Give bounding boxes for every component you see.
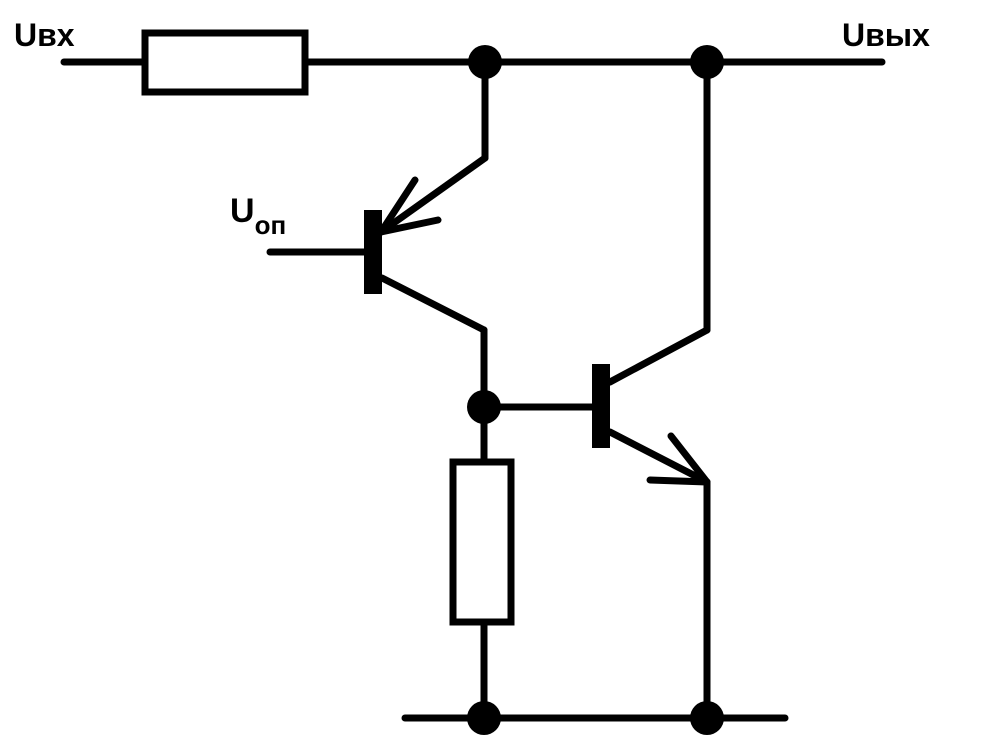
label-u-ref-sub: оп [255,210,287,240]
pnp-emitter-arrow [377,176,442,236]
label-u-ref-main: U [230,192,255,230]
input-resistor [141,29,309,96]
npn-emitter-lead [606,428,711,486]
lower-resistor [449,458,515,626]
npn-transistor [592,58,711,722]
label-u-in: Uвх [14,17,75,53]
label-u-out: Uвых [842,17,930,53]
label-u-ref: Uоп [230,192,286,240]
junction-dot-middle [467,390,501,424]
junction-dot-bottom-right [690,701,724,735]
pnp-emitter-lead [377,154,489,236]
pnp-collector-lead [378,274,488,334]
npn-collector-lead [606,326,711,386]
pnp-transistor [266,58,489,411]
junction-dot-bottom-left [467,701,501,735]
junction-dot-top-left [468,45,502,79]
pnp-base-bar [364,210,382,294]
junction-dot-top-right [690,45,724,79]
npn-base-bar [592,364,610,448]
